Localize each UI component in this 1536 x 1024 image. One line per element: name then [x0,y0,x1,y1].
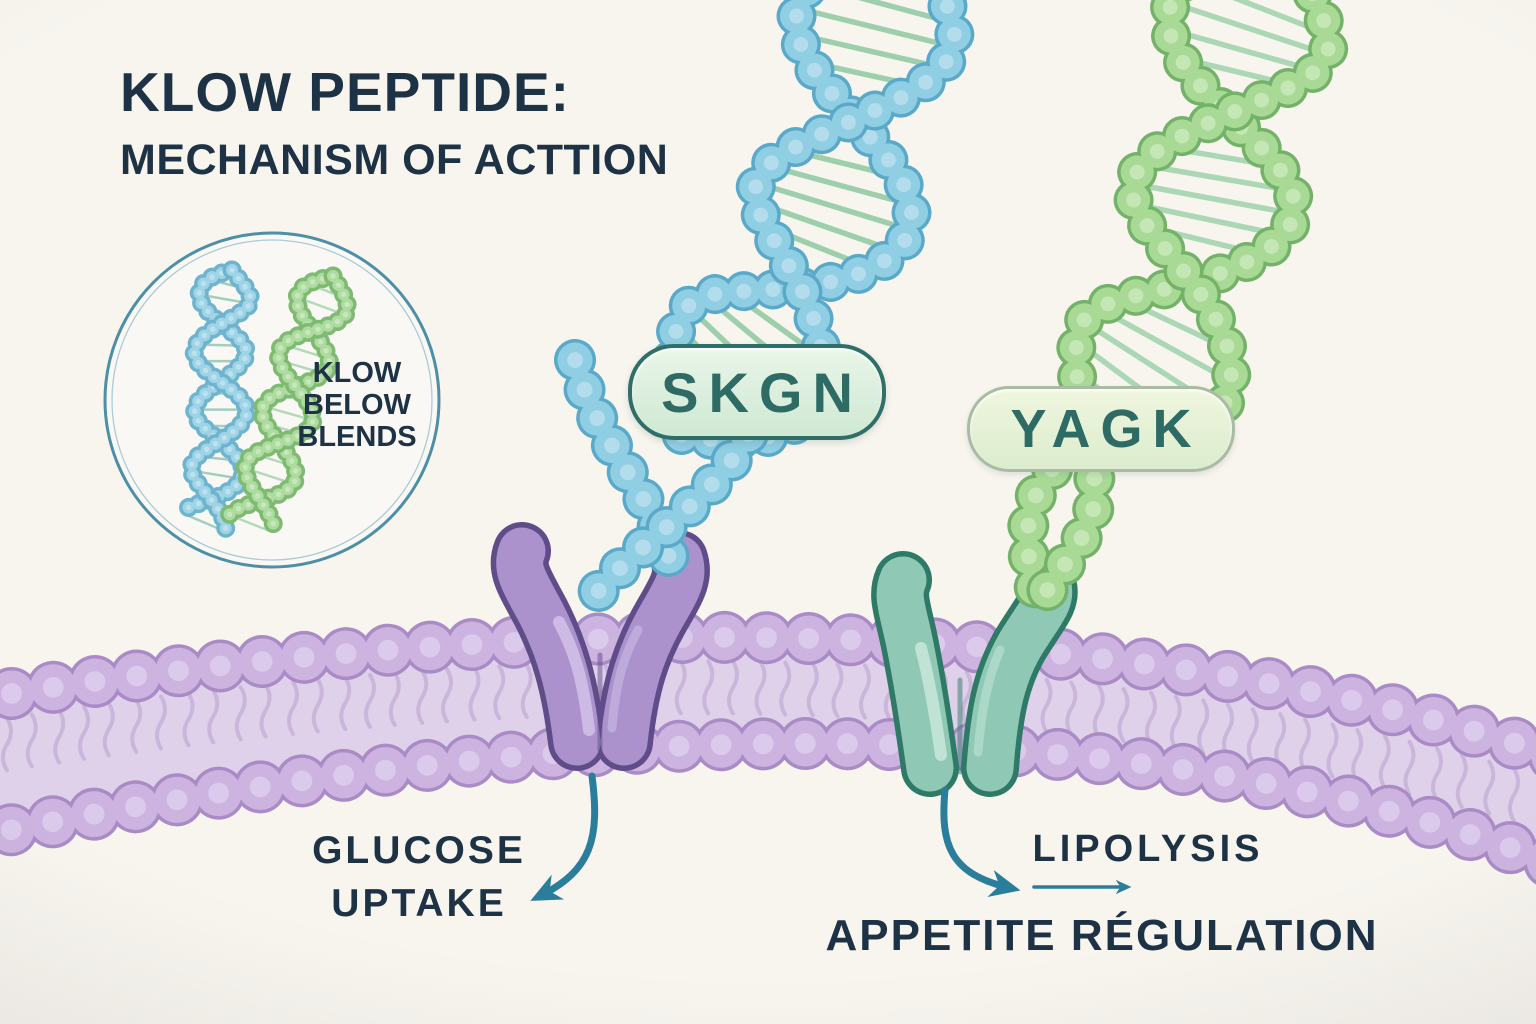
glucose-uptake-label: GLUCOSE UPTAKE [312,824,526,930]
page-title-line1: KLOW PEPTIDE: [120,61,570,123]
green-dna-helix-icon [1006,0,1349,617]
inset-circle-inner-ring [111,239,433,561]
ligand-pill-skgn-label: SKGN [661,360,863,424]
lipolysis-arrow-icon [940,786,1021,897]
purple-receptor-icon [490,522,710,771]
cell-membrane [0,610,1536,886]
appetite-regulation-label: APPETITE RÉGULATION [825,911,1379,960]
effect-arrows [530,772,1132,901]
ligand-pill-skgn: SKGN [628,344,886,440]
inset-dna-circle-icon [103,231,441,569]
inset-caption: KLOW BELOW BLENDS [297,357,416,453]
glucose-uptake-label-line1: GLUCOSE [312,829,526,872]
lipolysis-label: LIPOLYSIS [1032,828,1264,870]
glucose-arrow-icon [530,772,599,901]
glucose-uptake-label-line2: UPTAKE [331,882,507,925]
page-title: KLOW PEPTIDE: MECHANISM OF ACTTION [120,60,668,185]
inset-caption-line3: BLENDS [297,421,417,453]
inset-caption-line1: KLOW [312,357,402,389]
ligand-pill-yagk-label: YAGK [1010,399,1202,459]
teal-receptor-icon [871,551,1078,797]
ligand-pill-yagk: YAGK [967,386,1235,472]
page-title-line2: MECHANISM OF ACTTION [120,136,669,184]
inset-caption-line2: BELOW [303,389,411,421]
